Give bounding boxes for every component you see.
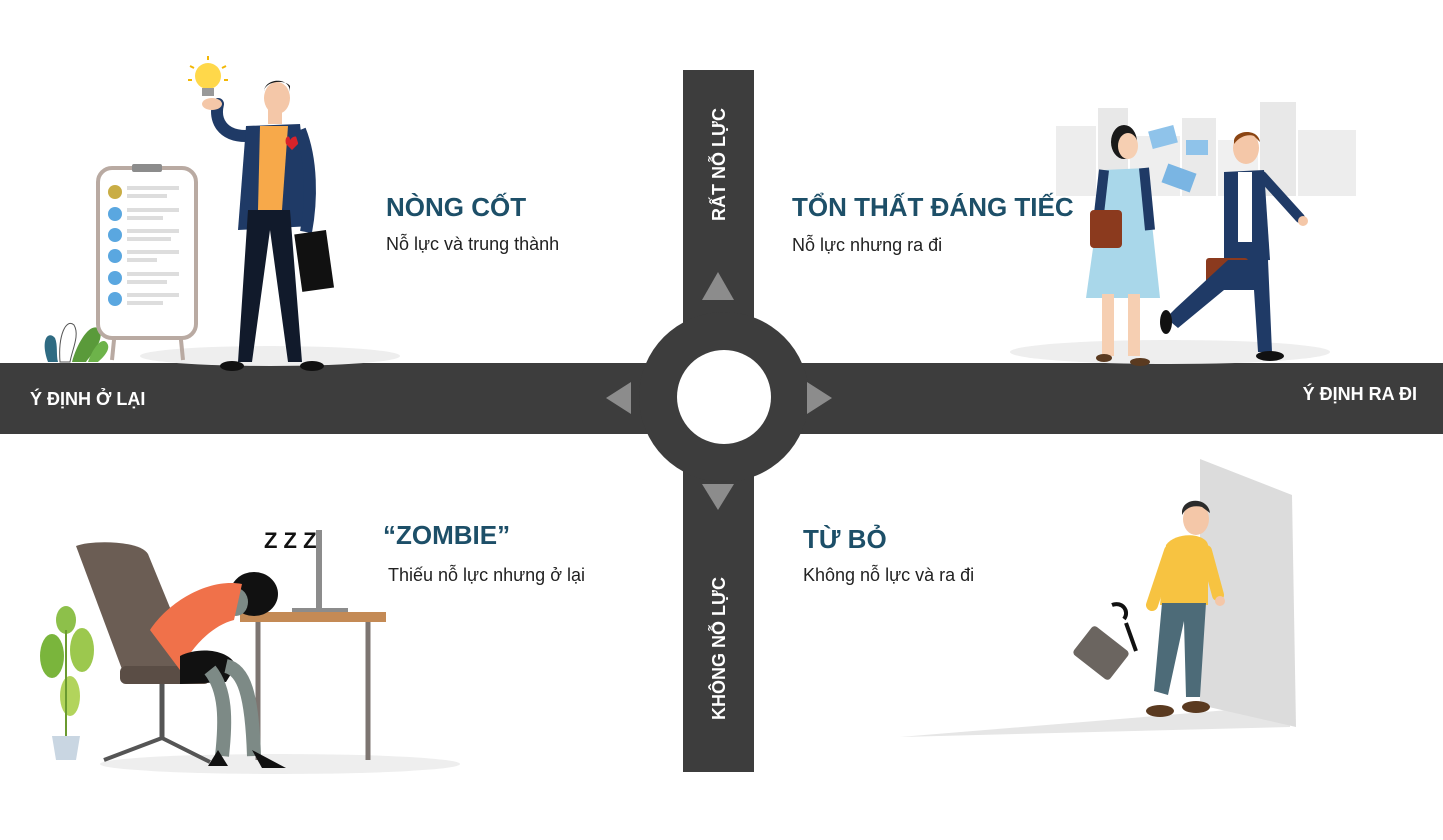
quadrant-zombie-subtitle: Thiếu nỗ lực nhưng ở lại [388, 565, 586, 585]
plant-icon [44, 322, 109, 363]
arrow-down-icon [702, 484, 734, 510]
quadrant-regretted-loss-title: TỔN THẤT ĐÁNG TIẾC [792, 192, 1074, 222]
arrow-up-icon [702, 272, 734, 300]
roundabout-center [677, 350, 771, 444]
direction-arrows [606, 272, 832, 510]
axis-label-leave: Ý ĐỊNH RA ĐI [1302, 384, 1417, 404]
arrow-right-icon [807, 382, 832, 414]
man-walking-figure [1160, 132, 1308, 361]
quitting-man-figure [1146, 500, 1225, 717]
axis-label-high-effort-wrap: RẤT NỖ LỰC [659, 108, 779, 221]
quit-employee-illustration [900, 459, 1296, 737]
woman-walking-figure [1086, 125, 1160, 366]
email-envelopes-icon [1148, 124, 1208, 193]
desk-icon [240, 530, 386, 760]
quadrant-regretted-loss-subtitle: Nỗ lực nhưng ra đi [792, 235, 943, 255]
quadrant-core-subtitle: Nỗ lực và trung thành [386, 234, 560, 254]
core-employee-figure [202, 80, 335, 371]
sleeping-woman-figure [150, 572, 286, 768]
potted-plant-icon [40, 606, 94, 760]
axis-label-stay: Ý ĐỊNH Ở LẠI [30, 389, 146, 409]
axis-label-low-effort-wrap: KHÔNG NỖ LỰC [644, 577, 794, 720]
door-icon [1200, 459, 1296, 727]
quadrant-quit-subtitle: Không nỗ lực và ra đi [803, 565, 975, 585]
axis-label-low-effort: KHÔNG NỖ LỰC [708, 576, 729, 720]
zombie-employee-illustration: Z Z Z [40, 528, 460, 774]
sleep-letter-1: Z Z Z [264, 528, 317, 553]
quadrant-core-title: NÒNG CỐT [386, 192, 527, 222]
lightbulb-icon [188, 56, 228, 96]
core-employee-illustration [44, 56, 400, 371]
dropped-briefcase-icon [1073, 602, 1138, 680]
axis-label-high-effort: RẤT NỖ LỰC [708, 107, 729, 221]
quadrant-quit-title: TỪ BỎ [803, 524, 887, 554]
sleep-zzz-icon: Z Z Z [264, 528, 317, 553]
arrow-left-icon [606, 382, 631, 414]
quadrant-zombie-title: “ZOMBIE” [383, 520, 511, 550]
checklist-board-icon [96, 164, 198, 361]
regretted-loss-illustration [1010, 102, 1356, 366]
